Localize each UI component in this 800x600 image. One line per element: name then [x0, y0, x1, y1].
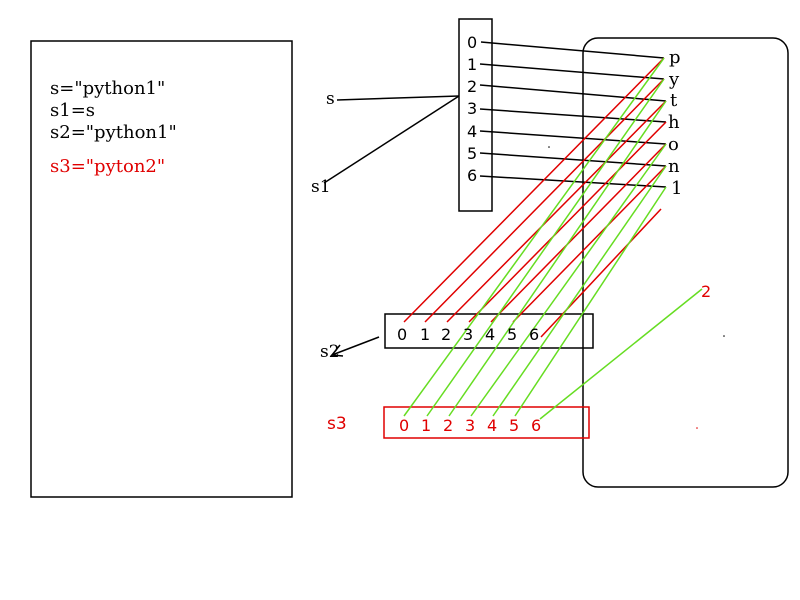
index-1: 1 [467, 55, 477, 74]
label-s2: s2 [320, 342, 340, 362]
s2-ref-line-0 [403, 57, 665, 323]
s2-index-array [384, 313, 594, 349]
s2-index-6: 6 [529, 325, 539, 344]
s3-index-array [383, 406, 590, 439]
speck [696, 427, 698, 429]
char-o: o [668, 134, 679, 155]
code-line-3: s2="python1" [50, 122, 177, 143]
s-index-labels: 0 1 2 3 4 5 6 [467, 33, 477, 185]
s3-index-6: 6 [531, 416, 541, 435]
s3-ref-line-2 [448, 100, 667, 417]
char-p: p [669, 47, 681, 68]
s3-index-4: 4 [487, 416, 497, 435]
ref-line-1 [479, 63, 665, 80]
s3-index-2: 2 [443, 416, 453, 435]
code-line-1: s="python1" [50, 78, 165, 99]
s3-ref-line-4 [492, 165, 667, 417]
s3-index-5: 5 [509, 416, 519, 435]
s3-to-char-lines [403, 57, 703, 420]
speck [548, 146, 550, 148]
ref-line-6 [479, 175, 667, 188]
s3-ref-line-3 [470, 143, 667, 417]
s2-index-1: 1 [420, 325, 430, 344]
index-3: 3 [467, 99, 477, 118]
s2-ref-line-5 [512, 165, 667, 323]
s3-index-1: 1 [421, 416, 431, 435]
char-y: y [668, 69, 680, 90]
s1-reference-line [323, 95, 460, 184]
string-chars: python1 [668, 47, 682, 199]
ref-line-5 [479, 152, 667, 167]
char-h: h [668, 112, 680, 133]
s2-ref-line-4 [490, 143, 667, 323]
s2-index-4: 4 [485, 325, 495, 344]
ref-line-0 [480, 41, 665, 59]
s3-index-0: 0 [399, 416, 409, 435]
char-1: 1 [671, 178, 682, 199]
extra-char-2: 2 [701, 282, 711, 301]
label-s3: s3 [327, 414, 347, 434]
s-to-char-lines [479, 41, 667, 188]
index-2: 2 [467, 77, 477, 96]
code-line-4-red: s3="pyton2" [50, 156, 165, 177]
index-0: 0 [467, 33, 477, 52]
char-n: n [668, 156, 680, 177]
s3-ref-line-5 [514, 186, 667, 417]
s2-index-2: 2 [441, 325, 451, 344]
s2-to-char-lines [403, 57, 667, 338]
s2-ref-line-2 [446, 100, 667, 323]
code-panel [30, 40, 293, 498]
char-t: t [670, 90, 678, 111]
s2-reference-line [331, 336, 380, 356]
s3-ref-line-1 [426, 78, 665, 417]
s2-arrowhead [330, 344, 344, 357]
s-reference-line [336, 95, 460, 101]
index-4: 4 [467, 122, 477, 141]
s3-ref-line-6 [539, 288, 703, 420]
s2-ref-line-3 [468, 121, 667, 323]
heap-container [582, 37, 789, 488]
ref-line-4 [479, 130, 667, 145]
label-s: s [326, 89, 335, 109]
code-line-2: s1=s [50, 100, 95, 121]
s3-index-3: 3 [465, 416, 475, 435]
index-6: 6 [467, 166, 477, 185]
index-5: 5 [467, 144, 477, 163]
s3-ref-line-0 [403, 57, 665, 417]
s2-ref-line-1 [424, 78, 665, 323]
s-index-array [458, 18, 493, 212]
s2-index-5: 5 [507, 325, 517, 344]
s2-ref-line-6 [540, 208, 662, 338]
s2-index-0: 0 [397, 325, 407, 344]
speck [723, 335, 725, 337]
s2-index-3: 3 [463, 325, 473, 344]
